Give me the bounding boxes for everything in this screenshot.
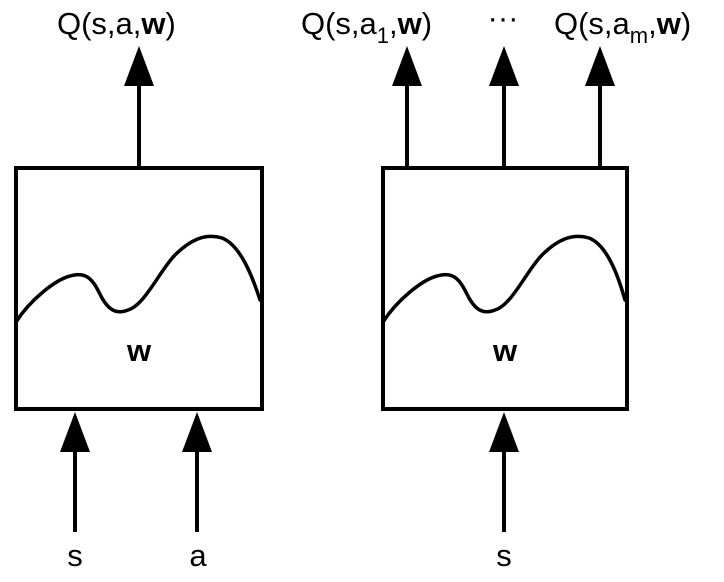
right-output-arrow-2 (489, 46, 519, 168)
right-output-ellipsis: ··· (488, 0, 519, 35)
right-output-2-arrowhead (489, 46, 519, 86)
right-output-1-arrowhead (392, 46, 422, 86)
right-input-label-s: s (496, 538, 512, 573)
left-output-arrowhead (124, 46, 154, 86)
left-output-arrow (124, 46, 154, 168)
right-output-label-1: Q(s,a1,w) (301, 6, 432, 48)
left-network: Q(s,a,w) w s a (14, 6, 264, 573)
left-input-s-arrowhead (60, 412, 90, 452)
right-input-arrow-s (489, 412, 519, 532)
left-function-curve (14, 234, 262, 324)
right-function-curve (381, 234, 627, 324)
right-input-s-arrowhead (489, 412, 519, 452)
left-input-label-a: a (189, 538, 207, 573)
right-output-m-arrowhead (585, 46, 615, 86)
left-input-arrow-a (182, 412, 212, 532)
right-network: Q(s,a1,w) ··· Q(s,am,w) w s (301, 0, 691, 573)
left-weight-label: w (126, 333, 152, 368)
left-input-label-s: s (67, 538, 83, 573)
left-network-box (14, 166, 264, 411)
left-input-arrow-s (60, 412, 90, 532)
left-input-a-arrowhead (182, 412, 212, 452)
right-output-arrow-1 (392, 46, 422, 168)
left-output-label: Q(s,a,w) (57, 6, 176, 41)
right-weight-label: w (492, 333, 518, 368)
right-output-arrow-m (585, 46, 615, 168)
right-network-box (381, 166, 629, 411)
right-output-label-m: Q(s,am,w) (554, 6, 691, 48)
